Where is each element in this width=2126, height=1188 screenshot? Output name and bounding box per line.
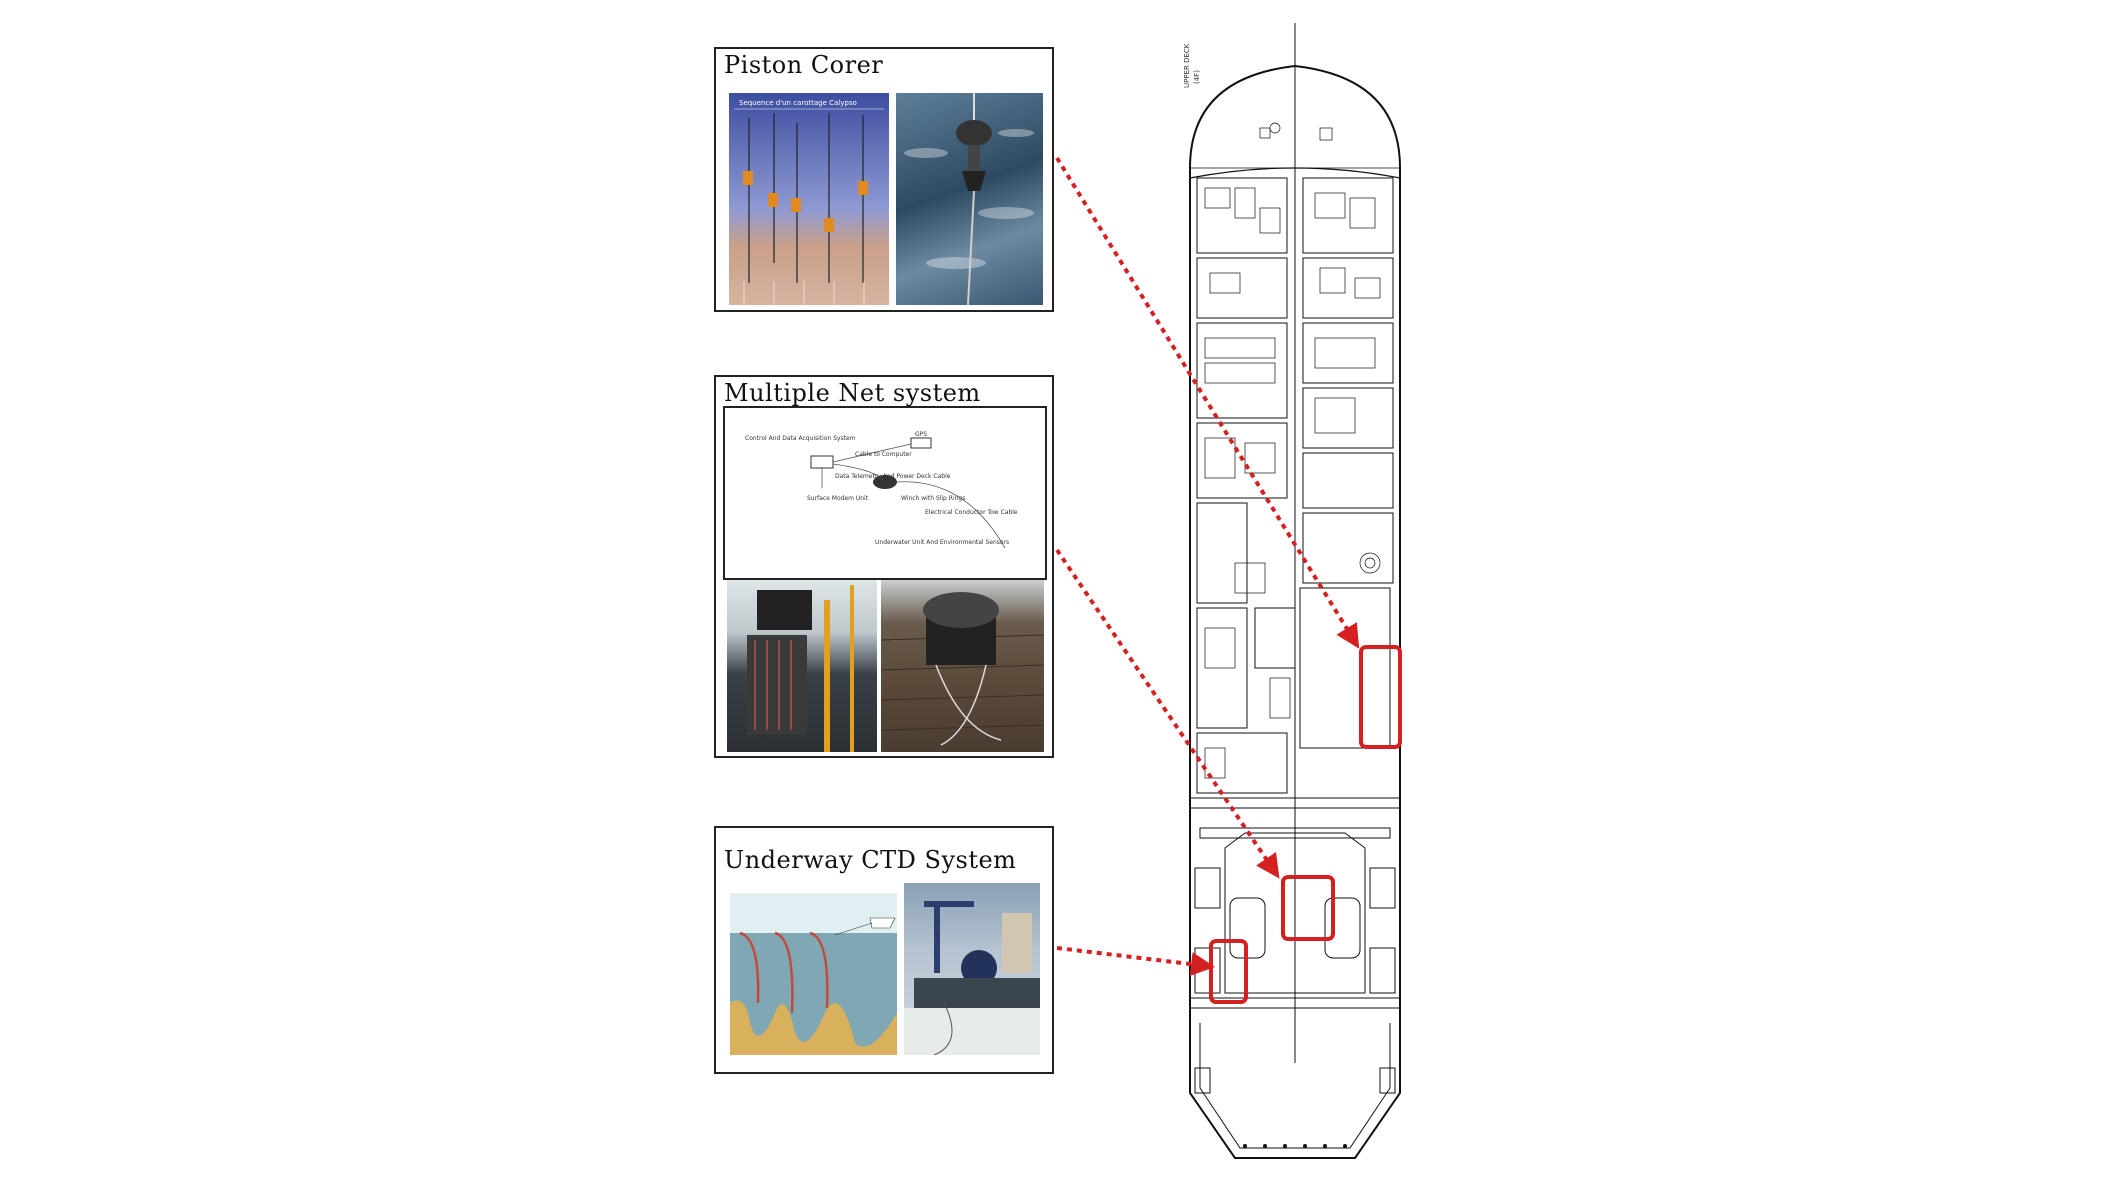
multiple-net-title: Multiple Net system [724,379,981,407]
underway-ctd-location-box [1209,939,1248,1004]
multiple-net-photo-left [727,580,877,752]
underway-ctd-title: Underway CTD System [724,846,1017,874]
underway-ctd-photo [904,883,1040,1055]
multiple-net-location-box [1281,875,1335,941]
deck-sub-label: (4F) [1193,70,1201,84]
multiple-net-photo-right [881,580,1044,752]
piston-corer-photo [896,93,1043,305]
schematic-label-3: Data Telemetry And Power Deck Cable [835,473,951,480]
piston-corer-title: Piston Corer [724,51,884,79]
multiple-net-arrow [1055,548,1280,879]
piston-corer-sequence-diagram: Sequence d'un carottage Calypso [729,93,889,305]
schematic-label-2: Cable to Computer [855,451,912,458]
schematic-label-4: Surface Modem Unit [807,495,869,502]
multiple-net-panel: Multiple Net system Control And Data Acq… [714,375,1054,758]
underway-ctd-diagram [730,893,897,1055]
piston-corer-diagram-header: Sequence d'un carottage Calypso [739,99,857,107]
deck-label: UPPER DECK [1183,43,1191,88]
piston-corer-panel: Piston Corer Sequence d'un carottage Cal… [714,47,1054,312]
schematic-label-7: Underwater Unit And Environmental Sensor… [875,539,1009,546]
schematic-label-0: Control And Data Acquisition System [745,435,856,442]
piston-corer-arrow [1055,156,1360,649]
underway-ctd-panel: Underway CTD System [714,826,1054,1074]
schematic-label-1: GPS [915,431,927,438]
multiple-net-schematic: Control And Data Acquisition System GPS … [723,406,1047,580]
schematic-label-6: Electrical Conductor Tow Cable [925,509,1018,516]
piston-corer-location-box [1359,645,1402,749]
schematic-label-5: Winch with Slip Rings [901,495,965,502]
underway-ctd-arrow [1056,946,1215,977]
